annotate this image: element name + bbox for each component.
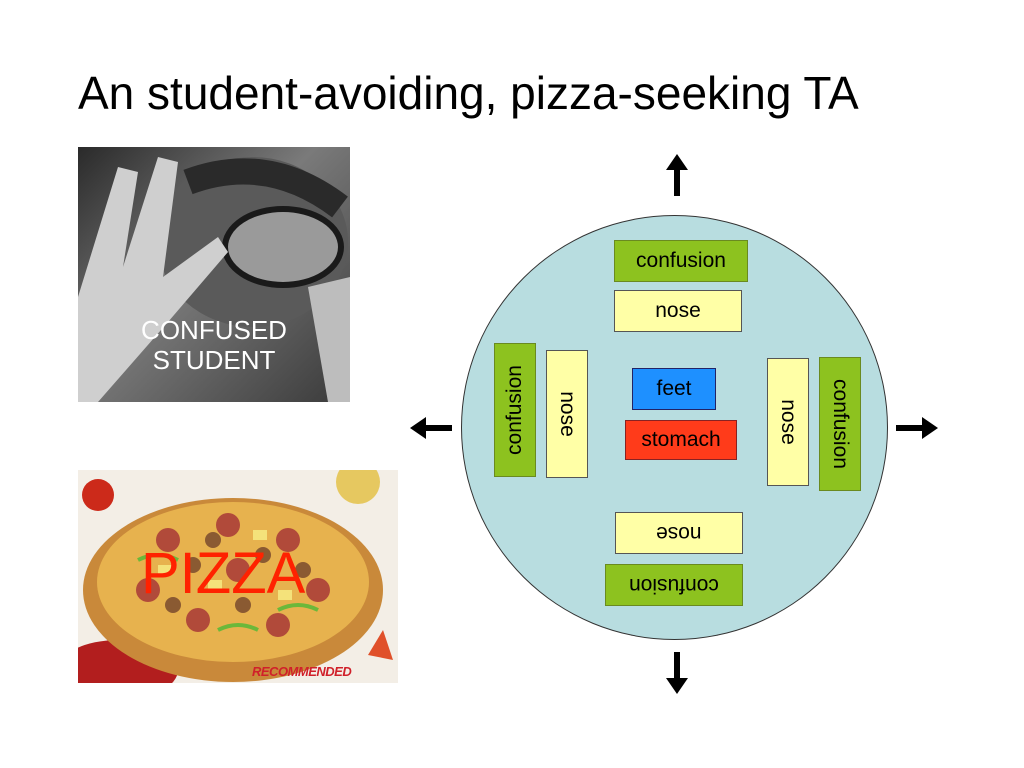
bottom-nose-sensor: nose bbox=[615, 512, 743, 554]
bottom-confusion-sensor: confusion bbox=[605, 564, 743, 606]
arrow-up-icon bbox=[666, 154, 688, 196]
slide-title: An student-avoiding, pizza-seeking TA bbox=[78, 67, 859, 119]
pizza-photo: PIZZA RECOMMENDED bbox=[78, 470, 398, 683]
recommended-badge: RECOMMENDED bbox=[252, 664, 352, 679]
left-nose-sensor: nose bbox=[546, 350, 588, 478]
pizza-caption: PIZZA bbox=[141, 541, 306, 606]
feet-sensor: feet bbox=[632, 368, 716, 410]
left-confusion-sensor: confusion bbox=[494, 343, 536, 477]
ta-sensor-diagram: confusion nose confusion nose nose confu… bbox=[400, 140, 960, 700]
student-caption: CONFUSED STUDENT bbox=[141, 315, 287, 375]
top-confusion-sensor: confusion bbox=[614, 240, 748, 282]
right-nose-sensor: nose bbox=[767, 358, 809, 486]
arrow-down-icon bbox=[666, 652, 688, 694]
arrow-right-icon bbox=[896, 417, 938, 439]
arrow-left-icon bbox=[410, 417, 452, 439]
right-confusion-sensor: confusion bbox=[819, 357, 861, 491]
confused-student-photo: CONFUSED STUDENT bbox=[78, 147, 350, 402]
top-nose-sensor: nose bbox=[614, 290, 742, 332]
stomach-sensor: stomach bbox=[625, 420, 737, 460]
